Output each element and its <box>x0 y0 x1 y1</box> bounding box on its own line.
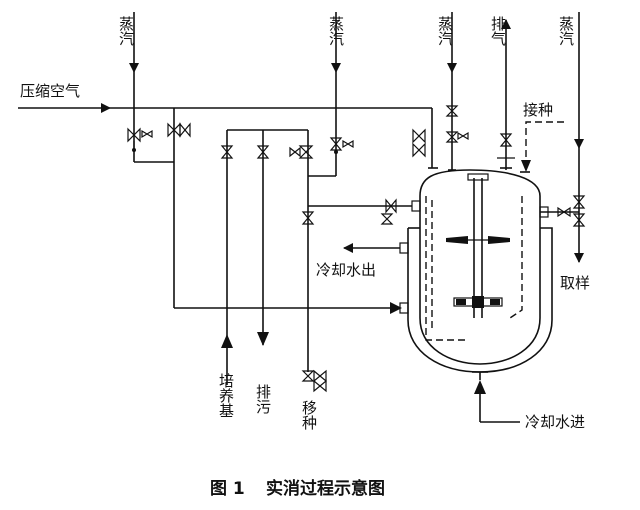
valve-medium <box>220 145 234 159</box>
valve-transfer-bottom <box>301 369 327 393</box>
valve-steam-1 <box>127 127 153 152</box>
valve-air-branch <box>167 122 191 138</box>
internal-coil <box>425 196 523 341</box>
drain-label: 排污 <box>254 384 272 415</box>
valve-steam-2 <box>329 137 354 154</box>
valve-sampling <box>557 195 586 227</box>
manifold-line <box>226 129 309 372</box>
inoculation-line <box>521 121 564 172</box>
drain-outlet <box>257 330 269 346</box>
exhaust-label: 排气 <box>489 16 507 46</box>
arrow-bottom-inlet <box>390 302 402 314</box>
cooling-water-out-label: 冷却水出 <box>316 261 376 279</box>
medium-label: 培养基 <box>217 373 235 418</box>
steam-label-4: 蒸汽 <box>557 16 575 46</box>
agitator <box>446 173 510 318</box>
valve-drain <box>256 145 270 159</box>
cooling-water-in-line <box>474 380 520 423</box>
transfer-label: 移种 <box>300 400 318 430</box>
valve-transfer-top <box>289 145 314 159</box>
medium-inlet <box>221 334 233 385</box>
valve-steam-3 <box>445 105 469 143</box>
valve-air-inlet <box>412 128 426 158</box>
steam-label-3: 蒸汽 <box>436 16 454 46</box>
inoculation-label: 接种 <box>523 101 553 119</box>
steam-line-2 <box>308 12 341 177</box>
compressed-air-label: 压缩空气 <box>20 82 80 100</box>
cooling-water-in-label: 冷却水进 <box>525 413 585 431</box>
sampling-label: 取样 <box>560 274 590 292</box>
compressed-air-line <box>18 103 433 168</box>
reactor-vessel <box>399 167 553 380</box>
steam-line-4 <box>540 12 584 263</box>
air-branch-line <box>173 108 400 309</box>
valve-exhaust <box>497 133 515 159</box>
valve-transfer-mid <box>301 211 315 225</box>
figure-title: 实消过程示意图 <box>266 478 385 499</box>
steam-label-1: 蒸汽 <box>117 16 135 46</box>
figure-number: 图 1 <box>210 479 245 499</box>
valve-reactor-side <box>380 198 397 225</box>
